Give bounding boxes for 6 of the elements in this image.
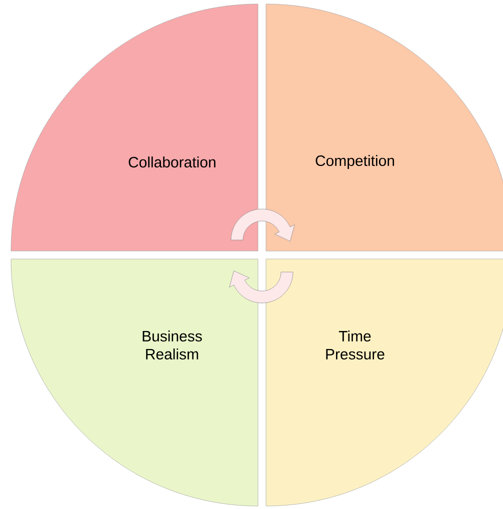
cycle-arrow (230, 208, 295, 242)
cycle-arrow (229, 270, 294, 304)
quadrant: Collaboration (10, 4, 258, 252)
quadrant: Time Pressure (266, 258, 503, 506)
quadrant: Competition (266, 4, 503, 252)
quadrant: Business Realism (10, 258, 258, 506)
